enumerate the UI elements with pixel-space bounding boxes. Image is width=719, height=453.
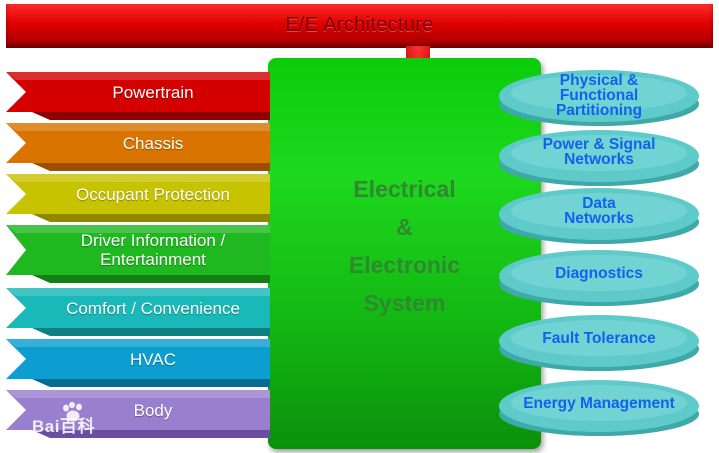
domain-label: HVAC [130,349,176,369]
domain-ribbon-hvac: HVAC [6,339,270,387]
domain-ribbon-powertrain: Powertrain [6,72,270,120]
domain-ribbon-driver-information: Driver Information / Entertainment [6,225,270,283]
domain-label: Occupant Protection [75,184,231,204]
function-plate-data-networks: Data Networks [497,186,701,246]
diagram-title: E/E Architecture [285,14,434,36]
function-label: Power & Signal Networks [542,136,656,168]
function-label: Data Networks [564,195,634,227]
function-label: Diagnostics [555,264,643,282]
domain-label: Driver Information / Entertainment [80,231,226,269]
function-plate-power-signal: Power & Signal Networks [497,128,701,188]
domain-label: Chassis [122,133,184,153]
core-system-label: Electrical & Electronic System [348,176,461,316]
electrical-electronic-system-block: Electrical & Electronic System [268,58,541,449]
function-label: Energy Management [523,394,675,412]
ee-architecture-banner: E/E Architecture [6,4,713,48]
domain-label: Comfort / Convenience [66,298,240,318]
paw-logo-icon [63,402,82,422]
function-plate-energy-management: Energy Management [497,378,701,438]
domain-ribbon-chassis: Chassis [6,123,270,171]
function-label: Fault Tolerance [542,329,656,347]
domain-label: Powertrain [112,82,194,102]
function-plate-fault-tolerance: Fault Tolerance [497,313,701,373]
function-plate-partitioning: Physical & Functional Partitioning [497,68,701,128]
function-plate-diagnostics: Diagnostics [497,248,701,308]
function-label: Physical & Functional Partitioning [555,71,643,119]
domain-ribbon-occupant-protection: Occupant Protection [6,174,270,222]
domain-ribbon-comfort-convenience: Comfort / Convenience [6,288,270,336]
baidu-baike-watermark: Bai百科 [30,402,130,436]
domain-label: Body [133,400,173,420]
watermark-text: Bai百科 [32,417,95,436]
